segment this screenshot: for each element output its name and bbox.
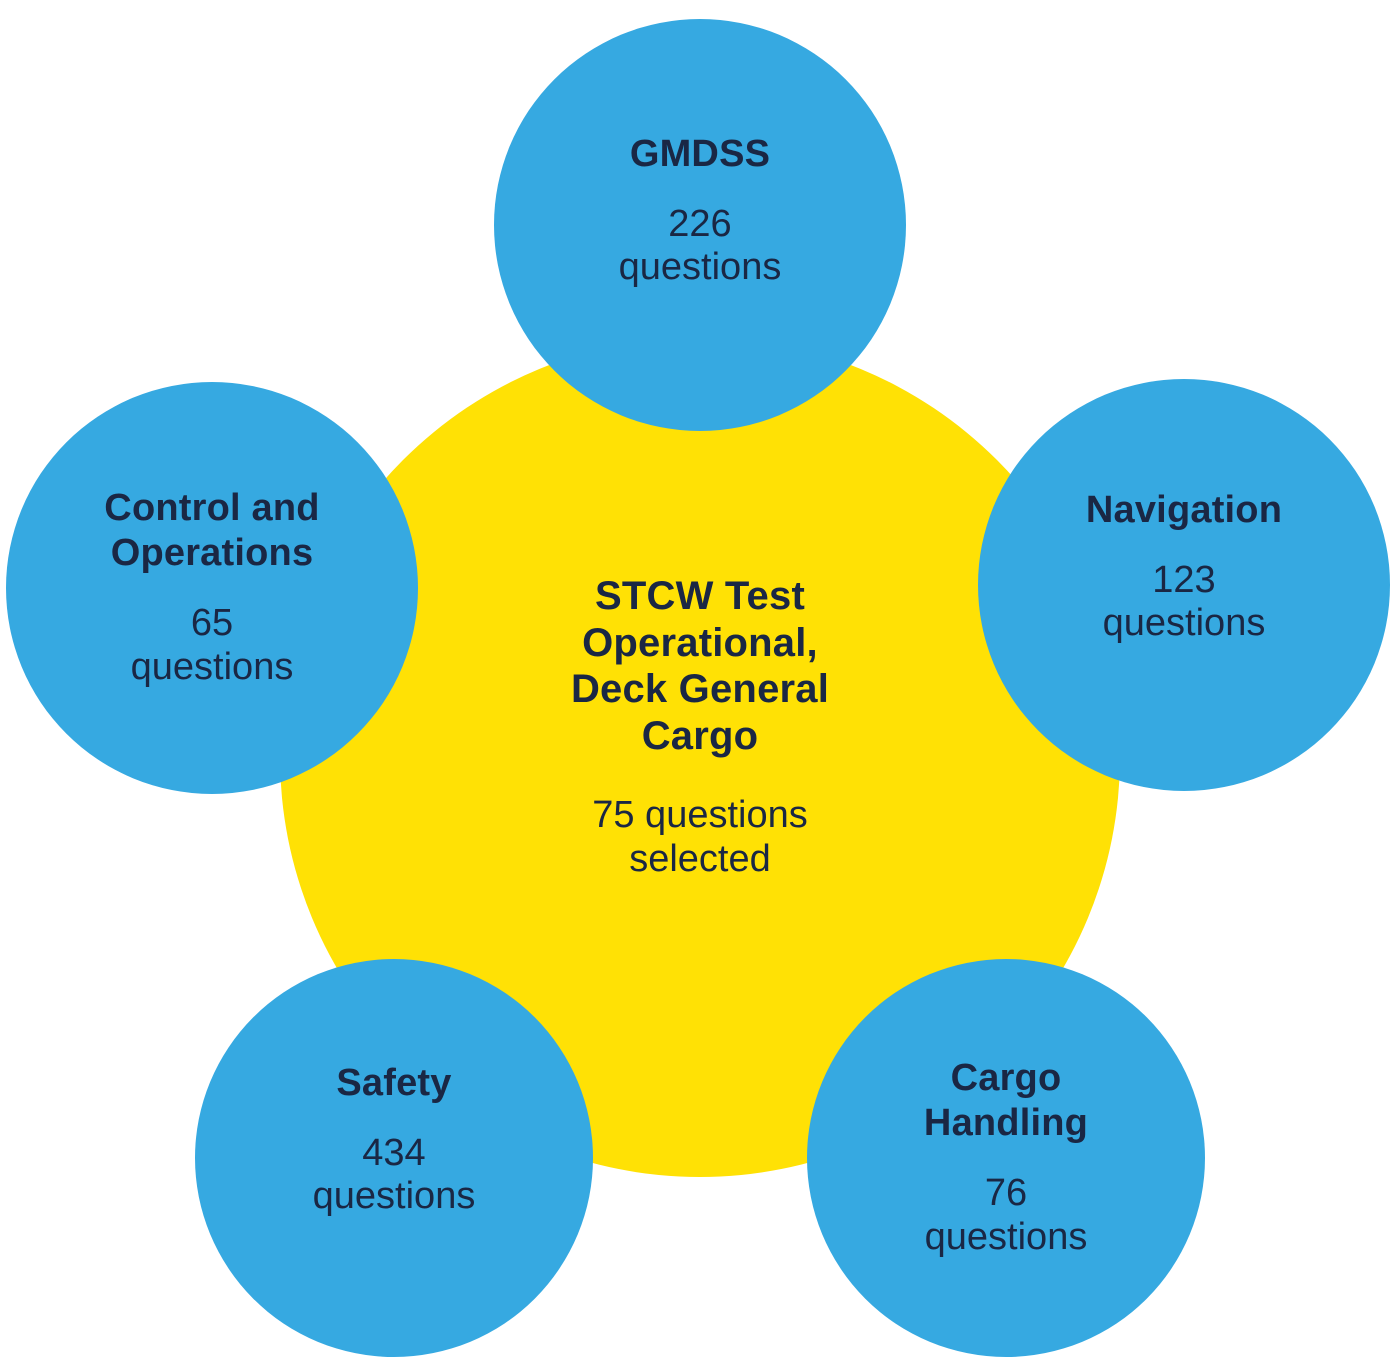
node-title: Control and Operations bbox=[104, 487, 320, 575]
node-content: Control and Operations 65 questions bbox=[104, 486, 319, 689]
node-gmdss: GMDSS 226 questions bbox=[494, 19, 906, 431]
node-question-count: 226 questions bbox=[618, 202, 782, 289]
node-cargo-handling: Cargo Handling 76 questions bbox=[807, 959, 1205, 1357]
node-title: Safety bbox=[336, 1061, 452, 1104]
node-question-count: 76 questions bbox=[924, 1172, 1088, 1258]
node-question-count: 434 questions bbox=[312, 1131, 476, 1218]
node-question-count: 65 questions bbox=[130, 602, 294, 688]
node-title: GMDSS bbox=[629, 132, 771, 175]
node-content: Safety 434 questions bbox=[313, 1061, 476, 1219]
hub-subtitle: 75 questions selected bbox=[592, 793, 808, 880]
node-content: Cargo Handling 76 questions bbox=[924, 1056, 1088, 1259]
node-title: Cargo Handling bbox=[923, 1057, 1089, 1145]
node-title: Navigation bbox=[1085, 488, 1283, 531]
node-navigation: Navigation 123 questions bbox=[978, 379, 1390, 791]
hub-content: STCW Test Operational, Deck General Carg… bbox=[571, 573, 829, 882]
node-control-and-operations: Control and Operations 65 questions bbox=[6, 382, 418, 794]
node-safety: Safety 434 questions bbox=[195, 959, 593, 1357]
hub-title: STCW Test Operational, Deck General Carg… bbox=[570, 573, 830, 759]
node-question-count: 123 questions bbox=[1102, 558, 1266, 645]
node-content: Navigation 123 questions bbox=[1086, 488, 1282, 646]
node-content: GMDSS 226 questions bbox=[619, 132, 782, 290]
